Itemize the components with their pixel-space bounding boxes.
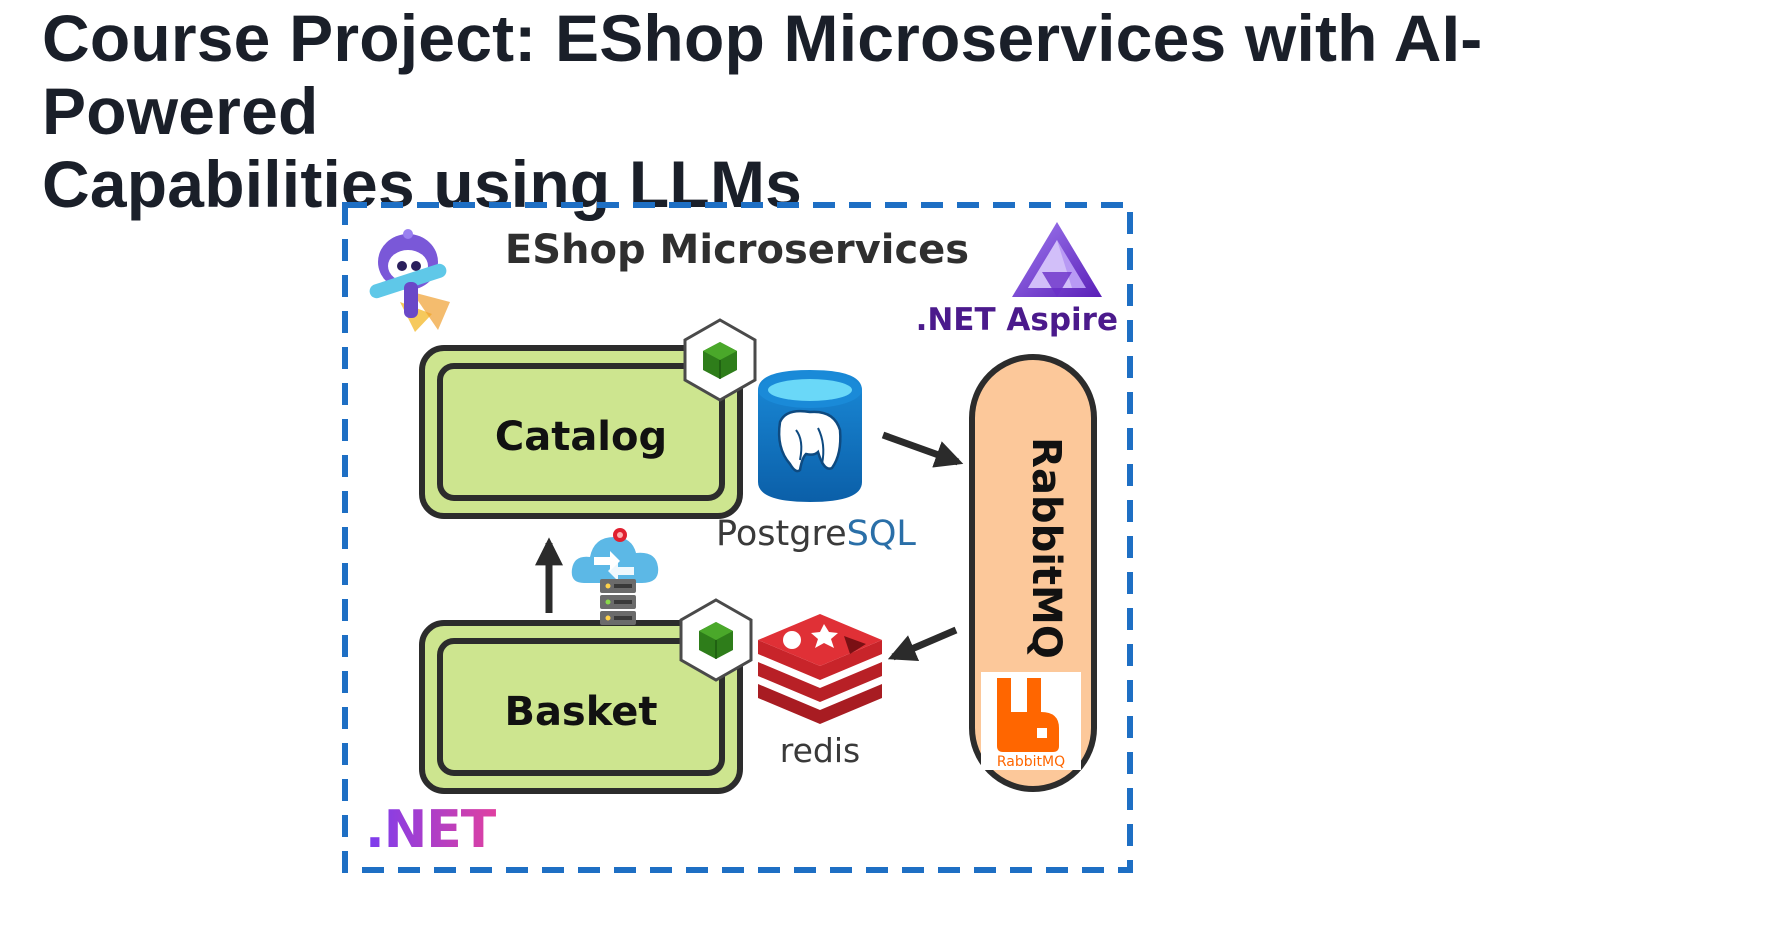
boundary-label: EShop Microservices: [505, 227, 969, 273]
dotnet-bot-icon: [369, 229, 450, 332]
postgresql-label-prefix: Postgre: [716, 514, 847, 554]
rabbitmq-logo-text: RabbitMQ: [997, 754, 1065, 770]
slide-title: Course Project: EShop Microservices with…: [42, 2, 1742, 221]
basket-service-label: Basket: [504, 689, 657, 735]
redis-icon: [758, 614, 882, 724]
aspire-label: .NET Aspire: [916, 302, 1118, 338]
microservices-boundary: [342, 202, 1133, 873]
api-gateway-cloud-icon: [571, 528, 659, 625]
redis-label: redis: [780, 731, 860, 770]
slide-title-line-1: Course Project: EShop Microservices with…: [42, 1, 1483, 148]
rabbitmq-logo-icon: RabbitMQ: [981, 672, 1081, 770]
postgresql-label: PostgreSQL: [716, 514, 916, 554]
arrow-catalog-to-rabbitmq: [881, 431, 964, 468]
arrow-rabbitmq-to-basket: [887, 626, 958, 662]
postgresql-icon: [758, 370, 862, 502]
slide-title-line-2: Capabilities using LLMs: [42, 147, 803, 221]
dotnet-label: .NET: [365, 800, 497, 860]
postgresql-label-suffix: SQL: [847, 514, 917, 554]
catalog-service-label: Catalog: [495, 414, 667, 460]
aspire-logo-icon: [1012, 222, 1102, 297]
container-cube-icon: [679, 598, 753, 682]
catalog-service: Catalog: [419, 345, 743, 519]
container-cube-icon: [683, 318, 757, 402]
rabbitmq-label: RabbitMQ: [1023, 437, 1069, 659]
basket-service: Basket: [419, 620, 743, 794]
